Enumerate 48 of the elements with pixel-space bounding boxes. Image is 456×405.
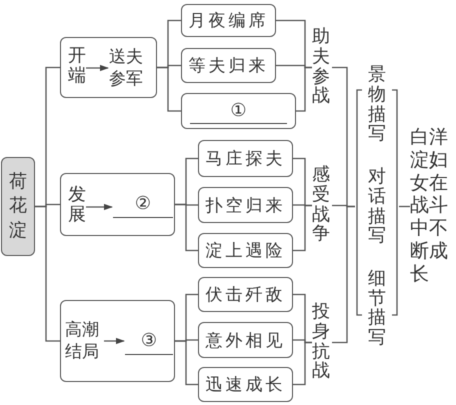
process-box — [198, 187, 293, 223]
process-box — [181, 48, 276, 83]
connector-line — [35, 206, 60, 342]
vertical-label: 白洋淀妇女在战斗中不断成长 — [410, 126, 450, 286]
process-box — [181, 4, 276, 37]
vertical-label: 景物描写 — [368, 65, 386, 144]
node-text: 扑空归来 — [206, 194, 286, 216]
fill-in-line: ② — [113, 192, 173, 218]
process-box — [198, 140, 293, 177]
process-box — [198, 277, 293, 312]
vertical-label: 发展 — [68, 185, 86, 225]
process-box — [198, 367, 293, 402]
connector-line — [293, 204, 312, 252]
node-text: 月夜编席 — [188, 10, 268, 32]
connector-line — [293, 342, 312, 386]
title-box — [1, 157, 35, 256]
connector-line — [175, 204, 198, 252]
vertical-label: 送夫参军 — [109, 46, 145, 90]
process-box — [181, 93, 296, 129]
vertical-label: 细节描写 — [368, 268, 386, 348]
node-text: 迅速成长 — [206, 374, 286, 396]
arrow — [86, 204, 113, 210]
connector-line — [175, 340, 198, 386]
fill-in-line: ① — [190, 98, 288, 124]
connector-line — [332, 206, 355, 344]
process-box — [198, 233, 293, 268]
node-text: 淀上遇险 — [206, 240, 286, 262]
node-text: 伏击歼敌 — [206, 284, 286, 306]
vertical-label: 开端 — [68, 46, 86, 86]
fill-in-line: ③ — [125, 329, 173, 355]
node-text: 等夫归来 — [188, 55, 268, 77]
arrow — [104, 338, 125, 344]
vertical-label: 对话描写 — [368, 166, 386, 246]
outline-box — [60, 37, 157, 98]
connector-line — [296, 66, 312, 112]
process-box — [198, 322, 293, 358]
arrow — [86, 64, 109, 72]
node-text: 意外相见 — [206, 330, 286, 352]
vertical-label: 感受战争 — [312, 165, 330, 244]
vertical-label: 高潮结局 — [65, 319, 101, 364]
connector-line — [157, 66, 181, 112]
node-text: 马庄探夫 — [206, 148, 286, 170]
connector-line — [399, 206, 410, 208]
outline-box — [60, 173, 175, 236]
vertical-label: 助夫参战 — [312, 27, 330, 106]
vertical-label: 投身抗战 — [312, 302, 330, 382]
outline-box — [60, 300, 175, 382]
title-text: 荷花淀 — [9, 170, 27, 243]
